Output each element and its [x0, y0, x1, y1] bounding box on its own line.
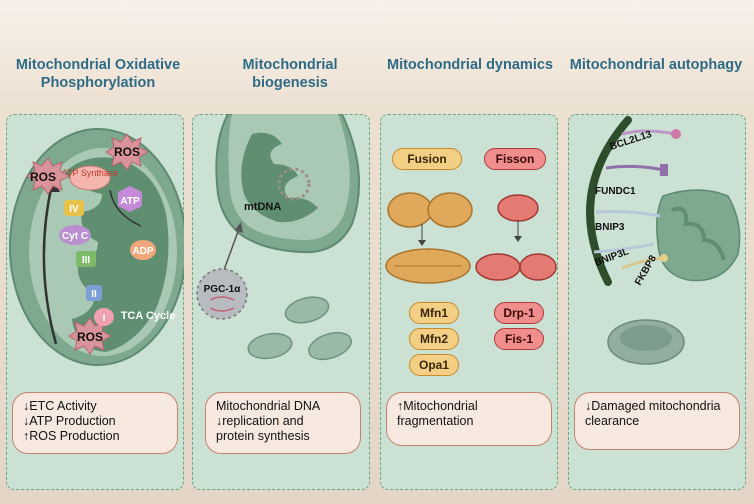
- receptor-bnip3: BNIP3: [595, 222, 625, 233]
- pgc-arrow: [223, 225, 241, 271]
- receptor-fundc1: FUNDC1: [595, 186, 636, 197]
- autophagy-line-2: clearance: [585, 414, 640, 428]
- fission-pill: Fisson: [484, 148, 546, 170]
- atp-hexagon: [118, 186, 142, 212]
- pgc-arrowhead: [235, 222, 243, 233]
- receptor-fkbp8: FKBP8: [633, 253, 659, 287]
- fusion-mito-right: [427, 192, 473, 228]
- biogenesis-summary-box: Mitochondrial DNA ↓replication and prote…: [205, 392, 361, 454]
- ros-label-top: ROS: [114, 145, 140, 159]
- oxphos-summary-box: ↓ETC Activity ↓ATP Production ↑ROS Produ…: [12, 392, 178, 454]
- dynamics-summary-box: ↑Mitochondrial fragmentation: [386, 392, 552, 446]
- mfn1-pill: Mfn1: [409, 302, 459, 324]
- proton-arrow: [42, 183, 58, 345]
- bcl2l13-link: [621, 129, 677, 136]
- dynamics-illustration: [385, 192, 557, 284]
- drp1-pill: Drp-1: [494, 302, 544, 324]
- ros-star-left: [26, 157, 71, 195]
- ros-label-left: ROS: [30, 170, 56, 184]
- oxphos-line-2: ↓ATP Production: [23, 414, 116, 428]
- title-autophagy: Mitochondrial autophagy: [569, 57, 743, 73]
- fis1-pill: Fis-1: [494, 328, 544, 350]
- cytochrome-c: [59, 225, 91, 245]
- oxphos-line-3: ↑ROS Production: [23, 429, 120, 443]
- atp-label: ATP: [120, 196, 140, 207]
- complex-i: [94, 308, 114, 326]
- small-mito-2: [247, 332, 293, 360]
- small-mito-3: [308, 331, 352, 361]
- fission-mito-left: [475, 253, 521, 281]
- mtdna-ring: [277, 167, 311, 201]
- pgc-circle: [196, 268, 248, 320]
- fkbp8-dot: [660, 254, 668, 262]
- bcl2l13-dot: [671, 129, 681, 139]
- fusion-mito-left: [387, 192, 433, 228]
- oxphos-illustration: ATP Synthase ROS ROS ROS IV Cyt C III II…: [9, 128, 184, 366]
- autophagy-summary-box: ↓Damaged mitochondria clearance: [574, 392, 740, 450]
- atp-synthase-label: ATP Synthase: [62, 168, 119, 178]
- dynamics-line-2: fragmentation: [397, 414, 474, 428]
- dynamics-line-1: ↑Mitochondrial: [397, 399, 478, 413]
- complex-iii: [76, 251, 96, 267]
- fission-mito-top: [497, 194, 539, 222]
- pgc-dna-icon: [209, 296, 235, 312]
- bnip3l-link: [593, 242, 655, 254]
- fission-mito-right: [519, 253, 557, 281]
- complex-i-label: I: [103, 313, 106, 324]
- autophagy-illustration: BCL2L13 FUNDC1 BNIP3 BNIP3L FKBP8: [586, 116, 741, 365]
- title-oxphos: Mitochondrial Oxidative Phosphorylation: [15, 57, 181, 91]
- cyt-c-label: Cyt C: [62, 231, 88, 242]
- oxphos-line-1: ↓ETC Activity: [23, 399, 97, 413]
- biogenesis-line-3: protein synthesis: [216, 429, 310, 443]
- complex-ii: [86, 285, 102, 301]
- fusion-arrowhead: [418, 240, 426, 246]
- adp-label: ADP: [132, 246, 153, 257]
- title-biogenesis: Mitochondrial biogenesis: [242, 57, 338, 91]
- atp-arrow: [109, 189, 142, 227]
- opa1-pill: Opa1: [409, 354, 459, 376]
- complex-iv-label: IV: [69, 204, 79, 215]
- phagophore-membrane: [586, 116, 632, 286]
- target-mito-cristae: [671, 206, 726, 261]
- ros-star-top: [105, 133, 150, 171]
- complex-ii-label: II: [91, 289, 97, 300]
- biogenesis-illustration: mtDNA PGC-1α: [196, 114, 361, 361]
- mfn2-pill: Mfn2: [409, 328, 459, 350]
- large-mito-cristae: [241, 132, 318, 223]
- fission-arrowhead: [514, 236, 522, 242]
- fusion-pill: Fusion: [392, 148, 462, 170]
- pgc-label: PGC-1α: [204, 284, 242, 295]
- small-mito-1: [284, 296, 330, 324]
- fundc1-link: [605, 164, 665, 172]
- biogenesis-line-1: Mitochondrial DNA: [216, 399, 321, 413]
- biogenesis-line-2: ↓replication and: [216, 414, 304, 428]
- ros-label-bottom: ROS: [77, 330, 103, 344]
- background-glow: [0, 0, 754, 110]
- fundc1-block: [660, 164, 668, 176]
- tca-label: TCA Cycle: [121, 310, 176, 322]
- autophagy-line-1: ↓Damaged mitochondria: [585, 399, 721, 413]
- atp-synthase-shape: [69, 165, 111, 191]
- mtdna-label: mtDNA: [244, 201, 281, 213]
- complex-iii-label: III: [82, 255, 91, 266]
- damaged-mito-inner: [620, 325, 672, 351]
- bnip3-link: [595, 210, 661, 218]
- title-dynamics: Mitochondrial dynamics: [387, 57, 553, 73]
- complex-iv: [64, 200, 84, 216]
- target-mitochondrion: [656, 189, 741, 282]
- adp-shape: [130, 240, 156, 260]
- cristae: [64, 157, 169, 352]
